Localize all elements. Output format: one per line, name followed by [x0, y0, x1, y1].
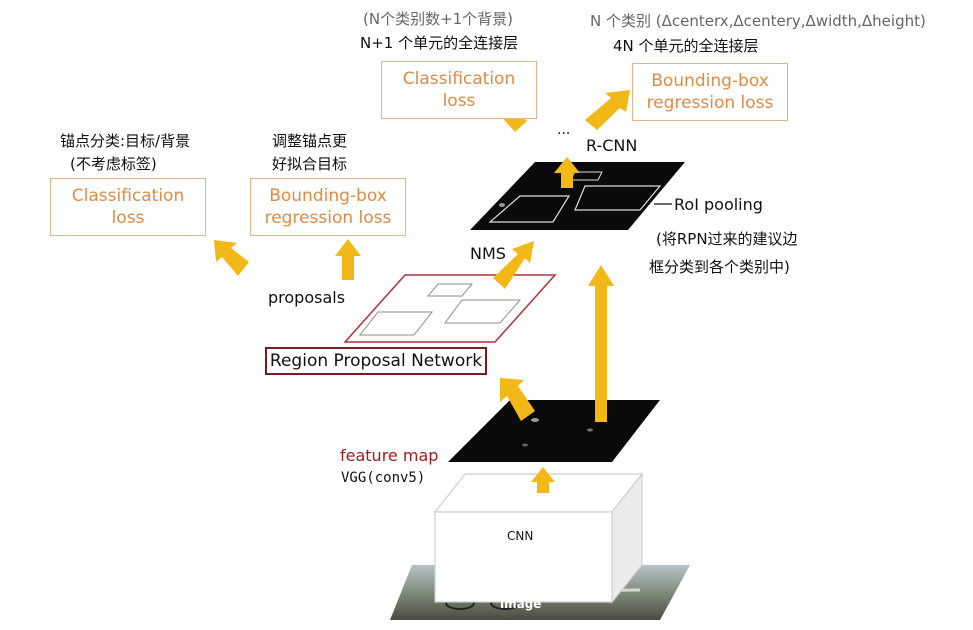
- rpn-classification-loss-box: Classification loss: [50, 178, 206, 236]
- rcnn-classification-loss-box: Classification loss: [381, 61, 537, 119]
- arrow-feature-to-roi: [588, 265, 614, 422]
- feature-map-label: feature map: [340, 446, 439, 465]
- rcnn-bbox-regression-loss-box: Bounding-box regression loss: [632, 63, 788, 121]
- arrow-roi-to-rcnn: [554, 157, 580, 188]
- roi-note-line1: (将RPN过来的建议边: [656, 230, 798, 248]
- image-label: image: [500, 597, 542, 611]
- arrow-rcnn-to-reg: [585, 90, 630, 130]
- ellipsis: ...: [557, 122, 571, 138]
- rpn-cls-line2: loss: [111, 208, 145, 228]
- rpn-cls-note-line2: (不考虑标签): [70, 155, 157, 173]
- rpn-bbox-regression-loss-box: Bounding-box regression loss: [250, 178, 406, 236]
- cnn-cube: [433, 472, 644, 604]
- roi-note-line2: 框分类到各个类别中): [649, 258, 790, 276]
- rcnn-label: R-CNN: [586, 136, 638, 155]
- rpn-cls-line1: Classification: [71, 185, 185, 206]
- rcnn-cls-line1: Classification: [402, 68, 516, 89]
- fc-reg-note: 4N 个单元的全连接层: [613, 37, 759, 55]
- rcnn-reg-line2: regression loss: [646, 93, 774, 113]
- rcnn-cls-line2: loss: [442, 91, 476, 111]
- arrow-nms: [493, 241, 534, 289]
- proposals-label: proposals: [268, 288, 346, 307]
- proposals-plane: [343, 274, 557, 343]
- arrow-rpn-to-reg: [335, 239, 361, 280]
- rpn-reg-note-line1: 调整锚点更: [272, 132, 348, 150]
- nms-label: NMS: [470, 244, 506, 263]
- rcnn-reg-line1: Bounding-box: [651, 70, 769, 91]
- rpn-label: Region Proposal Network: [269, 351, 483, 371]
- roi-plane: [470, 162, 685, 230]
- rpn-reg-line2: regression loss: [264, 208, 392, 228]
- fc-cls-note: N+1 个单元的全连接层: [360, 34, 519, 52]
- arrow-feature-to-rpn: [500, 378, 535, 421]
- feature-map-plane: [448, 400, 660, 462]
- n-classes-bg-note: (N个类别数+1个背景): [363, 10, 514, 28]
- vgg-label: VGG(conv5): [341, 470, 426, 486]
- cnn-label: CNN: [507, 529, 534, 543]
- rpn-cls-note-line1: 锚点分类:目标/背景: [60, 132, 191, 150]
- rpn-reg-line1: Bounding-box: [269, 185, 387, 206]
- arrow-rpn-to-cls: [214, 240, 249, 276]
- roi-pooling-label: RoI pooling: [674, 195, 763, 214]
- rpn-reg-note-line2: 好拟合目标: [272, 155, 348, 173]
- n-classes-delta-note: N 个类别 (Δcenterx,Δcentery,Δwidth,Δheight): [590, 12, 926, 30]
- region-proposal-network-box: Region Proposal Network: [265, 347, 487, 375]
- arrow-cnn-to-feature: [531, 467, 555, 493]
